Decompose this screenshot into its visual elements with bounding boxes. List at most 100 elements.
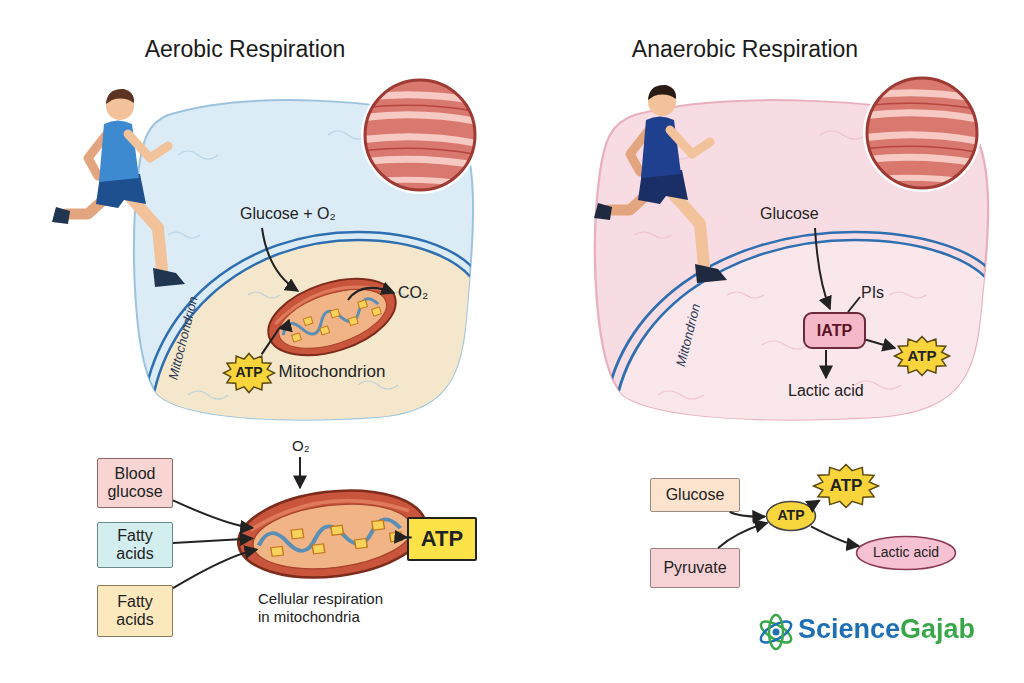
source-box: Fatty acids — [97, 522, 173, 568]
mitochondrion-drawing-part — [259, 264, 406, 369]
runner-figure-part — [630, 131, 648, 172]
muscle-fibre-inset-part — [862, 178, 982, 184]
muscle-fibre-inset-part — [365, 80, 475, 190]
node-text: Pyruvate — [663, 559, 726, 577]
leader-arrow-part — [815, 228, 830, 309]
text-label: Aerobic Respiration — [145, 36, 346, 62]
mitochondrion-drawing-part — [248, 496, 416, 577]
node-text: Blood glucose — [100, 465, 170, 500]
runner-figure-part — [594, 203, 612, 220]
text-holder: ATP — [222, 352, 276, 394]
node-text: ATP — [778, 508, 805, 523]
caption-box: Mitochondrion — [262, 362, 402, 382]
text-label: PIs — [861, 284, 884, 302]
muscle-fibre-inset-part — [360, 95, 480, 186]
logo-atom-part — [758, 617, 794, 646]
logo-atom — [758, 615, 794, 649]
muscle-fibre-inset-part — [863, 74, 981, 192]
logo-atom-part — [758, 617, 794, 646]
mitochondrion-drawing-part — [358, 300, 368, 309]
atp-burst: ATP — [812, 463, 880, 509]
atp-burst: ATP — [893, 335, 951, 377]
source-box: Fatty acids — [97, 585, 173, 637]
muscle-fibre-inset-part — [360, 105, 480, 112]
mitochondrion-drawing-part — [312, 544, 325, 554]
muscle-fibre-inset-part — [862, 146, 982, 153]
mitochondrion-drawing-part — [271, 546, 284, 556]
mitochondrion-drawing-part — [348, 317, 358, 326]
node-text: ATP — [236, 365, 263, 380]
runner-figure-part — [638, 170, 688, 204]
cell-outline-part — [142, 131, 477, 420]
muscle-fibre-inset-part — [361, 76, 479, 194]
leader-arrow — [262, 228, 860, 488]
cell-outline-part — [150, 240, 473, 420]
mitochondrion-drawing-part — [372, 520, 385, 530]
runner-figure-part — [88, 135, 106, 176]
muscle-fibre-inset-part — [867, 78, 977, 188]
node-text: ATP — [908, 348, 937, 365]
runner-figure-part — [648, 85, 676, 100]
connector-arrow — [718, 523, 767, 548]
text-label: Glucose — [760, 205, 819, 223]
muscle-fibre-inset-part — [867, 78, 977, 188]
brand-logo: ScienceGajab — [798, 614, 975, 645]
mitochondrion: Mitochondrion — [262, 272, 402, 394]
leader-arrow-part — [299, 457, 301, 488]
input-box: Pyruvate — [650, 548, 740, 588]
node-text: IATP — [817, 322, 852, 340]
cell-aerobic: MittochondrionMitochondrionATP — [128, 95, 473, 420]
text-holder: ATP — [893, 335, 951, 377]
text-holder: Pyruvate — [651, 549, 739, 587]
cell-outline — [588, 95, 988, 420]
mitochondrion-drawing-part — [232, 481, 432, 588]
connector-arrow — [811, 526, 859, 546]
cell-outline-part — [604, 232, 992, 417]
runner-figure-part — [96, 174, 146, 208]
muscle-fibre-inset-part — [862, 93, 982, 100]
cell-outline-part — [634, 131, 866, 238]
muscle-fibre-inset-part — [360, 159, 480, 166]
cell-outline-part — [614, 240, 988, 420]
muscle-fibre-inset-part — [862, 135, 982, 142]
cell-anaerobic: MittondrionIATPATP — [588, 95, 988, 420]
text-label: O₂ — [292, 437, 310, 454]
runner-figure — [594, 85, 727, 283]
cell-outline-part — [142, 232, 477, 417]
product-ellipse: Lactic acid — [855, 535, 957, 571]
connector-arrow — [866, 340, 895, 349]
leader-arrow-part — [348, 288, 394, 300]
text-label: Glucose + O₂ — [240, 205, 336, 223]
runner-figure-part — [668, 188, 704, 266]
node-text: Glucose — [666, 486, 725, 504]
text-holder: ATP — [409, 519, 475, 559]
text-holder: Lactic acid — [855, 535, 957, 571]
cell-outline-part — [150, 240, 473, 420]
muscle-fibre-inset-part — [360, 180, 480, 186]
text-holder: ATP — [812, 463, 880, 509]
burst-shape-part — [814, 465, 879, 508]
runner-figure-part — [52, 207, 70, 224]
muscle-fibre-inset-part — [360, 95, 480, 102]
mitochondrion-drawing-part — [331, 525, 344, 535]
mitochondrion-drawing-part — [330, 309, 340, 318]
mitochondrion-drawing-part — [303, 317, 313, 326]
connector-arrow — [398, 536, 412, 539]
muscle-fibre-inset-part — [360, 115, 480, 122]
burst-shape-part — [895, 337, 950, 376]
muscle-fibre-inset-part — [360, 137, 480, 144]
runner-figure — [52, 89, 185, 287]
node-text: Mitochondrion — [262, 362, 402, 382]
leader-arrow-part — [262, 228, 298, 291]
ellipse-shape-part — [857, 537, 956, 570]
mitochondrion-drawing — [262, 272, 402, 362]
connector-arrow — [173, 538, 252, 543]
logo-atom-part — [773, 629, 780, 636]
text-holder: IATP — [805, 314, 864, 347]
connector-arrow — [173, 500, 253, 527]
mitochondrion-large: Cellular respiration in mitochondria — [232, 478, 432, 630]
text-holder: Glucose — [651, 479, 739, 511]
muscle-fibre-inset-part — [862, 93, 982, 184]
ellipse-shape-part — [767, 502, 816, 531]
